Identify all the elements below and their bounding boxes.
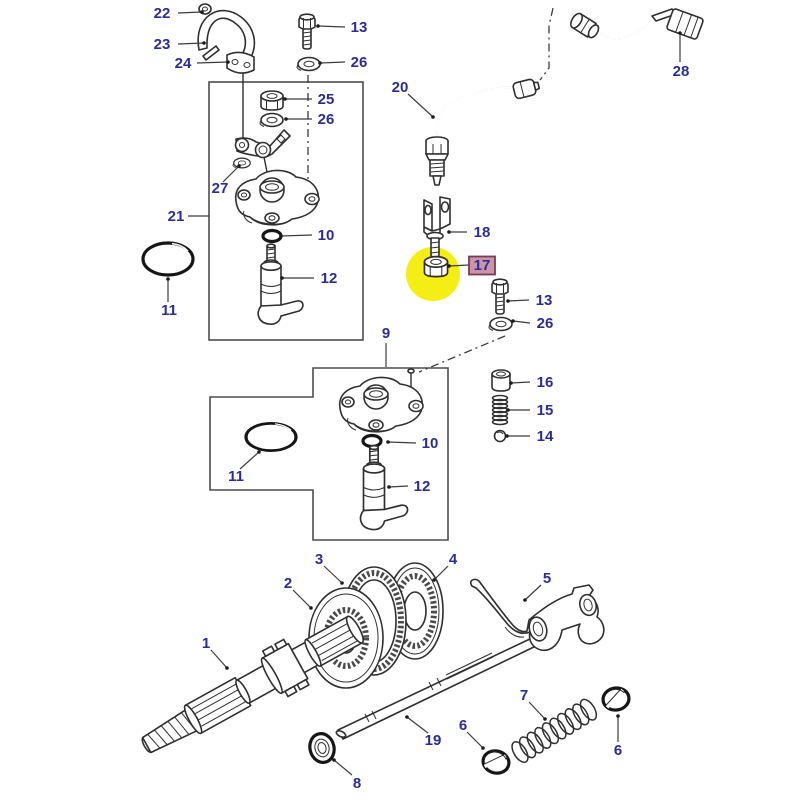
washer-26-mid-drawing <box>488 316 513 332</box>
snap-ring-11-box9-drawing <box>244 421 298 453</box>
callout-8[interactable]: 8 <box>353 775 361 792</box>
selector-fork-5-drawing <box>469 578 605 652</box>
callout-15[interactable]: 15 <box>537 402 554 419</box>
callout-22[interactable]: 22 <box>154 5 171 22</box>
main-shaft-1-drawing <box>141 615 364 754</box>
callout-28[interactable]: 28 <box>673 63 690 80</box>
callout-4[interactable]: 4 <box>449 551 458 568</box>
callout-1[interactable]: 1 <box>202 635 210 652</box>
callout-26-b[interactable]: 26 <box>318 111 335 128</box>
callout-26-a[interactable]: 26 <box>351 54 368 71</box>
washer-26-top-drawing <box>296 56 321 72</box>
callout-19[interactable]: 19 <box>425 732 442 749</box>
callout-25[interactable]: 25 <box>318 91 335 108</box>
callout-20[interactable]: 20 <box>392 79 409 96</box>
subassembly-box-9 <box>209 367 449 541</box>
callout-24[interactable]: 24 <box>175 55 192 72</box>
callout-2[interactable]: 2 <box>284 575 292 592</box>
callout-26-c[interactable]: 26 <box>537 315 554 332</box>
highlight-label-box <box>468 255 496 276</box>
clip-6-left-drawing <box>478 746 514 778</box>
clip-6-right-drawing <box>599 684 633 714</box>
callout-11-a[interactable]: 11 <box>161 302 177 319</box>
spring-15-drawing <box>491 394 509 426</box>
washer-27-drawing <box>232 157 251 169</box>
oring-10-box9-drawing <box>361 433 383 449</box>
lever-arm-drawing <box>234 129 291 159</box>
snap-ring-11-top-drawing <box>141 241 195 277</box>
plunger-12-box9-drawing <box>359 444 409 531</box>
callout-13-b[interactable]: 13 <box>536 292 553 309</box>
callout-12-a[interactable]: 12 <box>321 270 338 287</box>
callout-21[interactable]: 21 <box>168 208 185 225</box>
callout-7[interactable]: 7 <box>520 687 528 704</box>
clevis-18-drawing <box>423 196 451 258</box>
callout-9[interactable]: 9 <box>382 325 390 342</box>
callout-12-b[interactable]: 12 <box>414 478 431 495</box>
washer-26-box21-drawing <box>259 112 284 128</box>
callout-11-b[interactable]: 11 <box>228 468 244 485</box>
pin-23-drawing <box>202 45 220 61</box>
leader-lines <box>166 10 682 776</box>
plunger-12-box21-drawing <box>257 243 304 325</box>
callout-16[interactable]: 16 <box>537 374 554 391</box>
callout-3[interactable]: 3 <box>315 551 323 568</box>
callout-labels: 22 23 24 13 26 25 26 27 21 11 10 12 20 2… <box>154 5 690 792</box>
cover-plate-21-drawing <box>234 169 320 226</box>
subassembly-box-21 <box>208 81 364 341</box>
reference-lines <box>242 7 554 393</box>
oring-10-box21-drawing <box>261 228 283 244</box>
spring-7-drawing <box>511 698 598 764</box>
callout-14[interactable]: 14 <box>537 428 554 445</box>
callout-6-a[interactable]: 6 <box>459 717 467 734</box>
callout-27[interactable]: 27 <box>212 180 229 197</box>
callout-17-highlighted[interactable]: 17 <box>474 257 491 274</box>
callout-23[interactable]: 23 <box>154 36 171 53</box>
callout-13-a[interactable]: 13 <box>351 19 368 36</box>
switch-20-drawing <box>425 78 541 186</box>
ball-14-drawing <box>493 429 507 443</box>
nut-25-drawing <box>260 90 284 111</box>
callout-18[interactable]: 18 <box>474 224 491 241</box>
harness-28-drawing <box>570 8 704 40</box>
clamp-24-drawing <box>226 51 255 74</box>
callout-10-b[interactable]: 10 <box>422 435 439 452</box>
callout-6-b[interactable]: 6 <box>614 742 622 759</box>
bolt-13-top-drawing <box>298 13 316 50</box>
seal-8-drawing <box>308 732 336 764</box>
callout-5[interactable]: 5 <box>543 570 551 587</box>
nut-17-drawing <box>423 255 449 278</box>
callout-10-a[interactable]: 10 <box>318 227 335 244</box>
plug-16-drawing <box>491 369 511 392</box>
bolt-13-mid-drawing <box>491 278 509 315</box>
